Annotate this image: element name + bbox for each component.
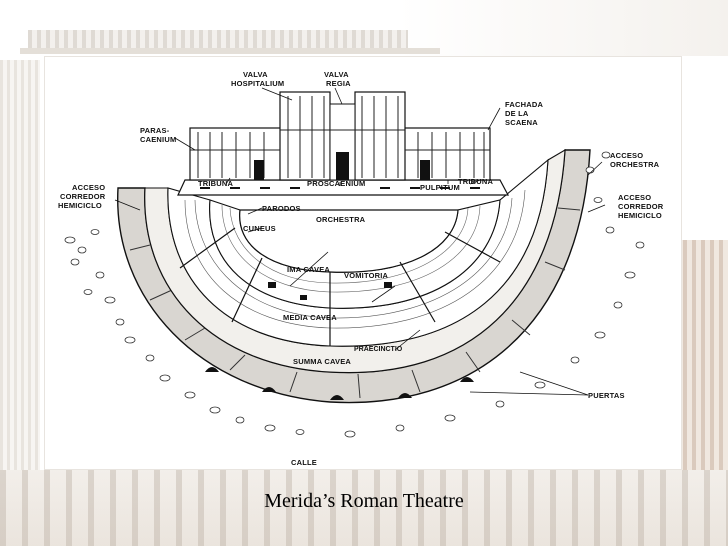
label-acceso-orchestra: ACCESO [610,151,643,160]
label-media-cavea: MEDIA CAVEA [283,313,337,322]
label-tribuna-right: TRIBUNA [458,177,494,186]
label-puertas: PUERTAS [588,391,625,400]
background-frieze [28,30,408,50]
label-praecinctio: PRAECINCTIO [354,346,403,353]
slide-caption: Merida’s Roman Theatre [264,490,464,512]
label-acceso-corredor-right: HEMICICLO [618,211,662,220]
label-tribuna-left: TRIBUNA [198,179,234,188]
label-valva-regia: REGIA [326,79,351,88]
label-valva-hospitalium: VALVA [243,70,268,79]
scaenae-doors [254,152,430,180]
label-acceso-corredor-left: HEMICICLO [58,201,102,210]
background-top-right [398,0,728,56]
cuneus-lines [179,227,501,346]
label-ima-cavea: IMA CAVEA [287,265,330,274]
label-parodos: PARODOS [262,204,301,213]
label-cuneus: CUNEUS [243,224,276,233]
outer-wall-stones [129,207,581,399]
label-vomitoria: VOMITORIA [344,271,389,280]
label-proscaenium: PROSCAENIUM [307,179,365,188]
background-frieze-base [20,48,440,54]
label-pulpitum: PULPITUM [420,183,460,192]
vomitoria-openings [268,282,392,300]
label-parascaenium: PARAS- [140,126,170,135]
scaenae-frons [189,91,491,181]
label-fachada-scaena: FACHADA [505,100,543,109]
background-colonnade-band [0,470,728,546]
label-acceso-corredor-right: ACCESO [618,193,651,202]
label-acceso-orchestra: ORCHESTRA [610,160,660,169]
label-acceso-corredor-right: CORREDOR [618,202,664,211]
scaenae-columns [190,96,490,178]
background-column-left [0,60,40,546]
outer-wall-doors [205,367,474,400]
label-fachada-scaena: DE LA [505,109,529,118]
leader-lines [114,87,606,396]
label-calle: CALLE [291,458,317,467]
label-orchestra: ORCHESTRA [316,215,366,224]
label-summa-cavea: SUMMA CAVEA [293,357,351,366]
label-fachada-scaena: SCAENA [505,118,538,127]
label-parascaenium: CAENIUM [140,135,176,144]
label-valva-hospitalium: HOSPITALIUM [231,79,284,88]
label-acceso-corredor-left: ACCESO [72,183,105,192]
scattered-stones [64,151,645,438]
label-valva-regia: VALVA [324,70,349,79]
label-acceso-corredor-left: CORREDOR [60,192,106,201]
